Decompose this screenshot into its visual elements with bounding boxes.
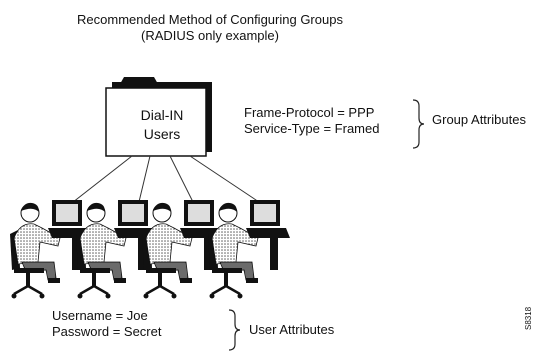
- user-attribute-username: Username = Joe: [52, 308, 148, 323]
- user-workstation-icon: [208, 200, 290, 299]
- folder-label-line1: Dial-IN: [140, 107, 184, 123]
- connector-line: [169, 155, 196, 207]
- connector-line: [67, 155, 133, 207]
- user-attributes-label: User Attributes: [249, 322, 335, 337]
- user-workstation-icon: [76, 200, 158, 299]
- group-brace-icon: [412, 99, 425, 149]
- folder-icon: [105, 77, 212, 157]
- user-brace-icon: [228, 309, 241, 351]
- group-attributes-label: Group Attributes: [432, 112, 526, 127]
- folder-front: [105, 87, 207, 157]
- diagram-title: Recommended Method of Configuring Groups: [77, 12, 343, 27]
- connector-lines: [67, 155, 266, 207]
- folder-label: Dial-IN Users: [112, 106, 212, 144]
- group-attribute-list: Frame-Protocol = PPP Service-Type = Fram…: [244, 105, 379, 137]
- group-attribute-frame-protocol: Frame-Protocol = PPP: [244, 105, 375, 120]
- figure-id: S8318: [524, 306, 533, 330]
- user-attribute-list: Username = Joe Password = Secret: [52, 308, 161, 340]
- folder-label-line2: Users: [143, 126, 181, 142]
- connector-line: [137, 155, 151, 207]
- diagram-subtitle: (RADIUS only example): [141, 28, 279, 43]
- connector-line: [189, 155, 266, 207]
- diagram-title-block: Recommended Method of Configuring Groups…: [0, 12, 420, 44]
- user-attribute-password: Password = Secret: [52, 324, 162, 339]
- group-attribute-service-type: Service-Type = Framed: [244, 121, 380, 136]
